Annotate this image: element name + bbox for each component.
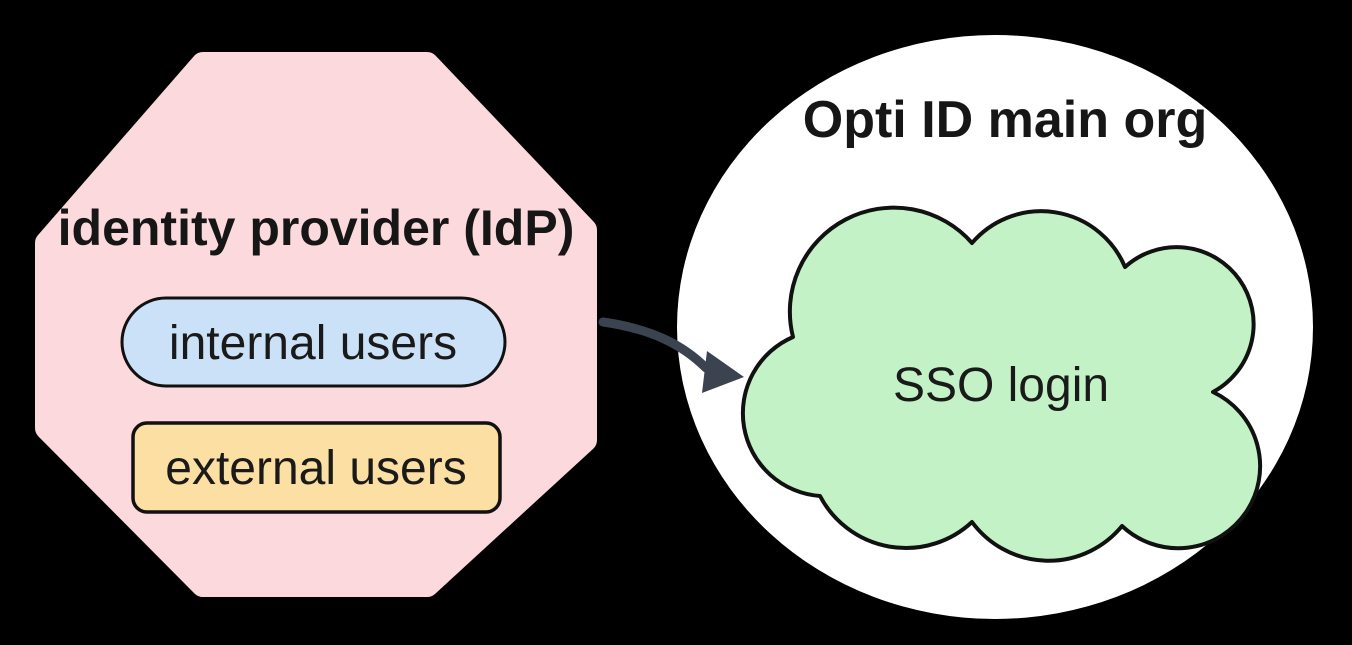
external-users-label: external users [165,442,466,495]
idp-title: identity provider (IdP) [58,200,575,256]
external-users-box [131,421,502,514]
connector-arrow-shaft [598,317,711,373]
internal-users-pill [120,296,507,388]
sso-cloud [740,205,1263,563]
connector-arrowhead-icon [702,351,744,393]
sso-cloud-label: SSO login [893,359,1109,412]
internal-users-label: internal users [169,317,457,370]
org-title: Opti ID main org [803,91,1207,149]
